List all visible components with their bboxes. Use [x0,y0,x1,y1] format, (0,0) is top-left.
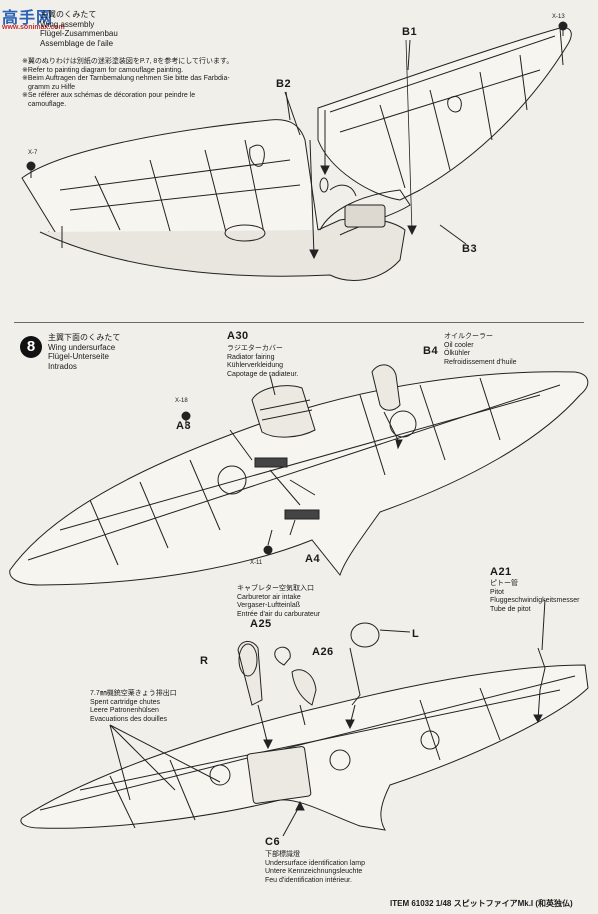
a30-desc-de: Kühlerverkleidung [227,362,284,369]
part-label-b1: B1 [402,26,418,38]
step7-title-ja: 主翼のくみたて [40,10,97,19]
a30-desc-en: Radiator fairing [227,353,275,361]
watermark: 高手网 www.sonimax.com [2,4,82,36]
part-label-a30: A30 [227,330,249,342]
carb-desc-fr: Entrée d'air du carburateur [237,610,321,618]
c6-description: 下部標識燈 Undersurface identification lamp U… [265,851,365,885]
chutes-desc-de: Leere Patronenhülsen [90,707,159,714]
step8-title-fr: Intrados [48,361,77,371]
note-line: camouflage. [28,100,67,108]
part-label-r: R [200,655,209,667]
note-line: ※Beim Auftragen der Tarnbemalung nehmen … [22,75,230,82]
a21-desc-ja: ピトー管 [490,580,518,587]
part-label-b2: B2 [276,78,292,90]
part-label-x11: X-11 [250,560,263,566]
part-label-a21: A21 [490,566,512,578]
step8-title-ja: 主翼下面のくみたて [48,333,121,342]
watermark-url: www.sonimax.com [2,24,65,31]
a21-desc-en: Pitot [490,588,505,596]
watermark-logo: 高手网 [2,10,54,27]
part-label-x18: X-18 [175,398,188,404]
a21-desc-fr: Tube de pitot [490,605,531,613]
part-label-x13: X-13 [552,14,565,20]
b4-desc-de: Ölkühler [444,350,471,357]
chutes-desc-ja: 7.7㎜機銃空薬きょう排出口 [90,690,177,697]
carb-desc-en: Carburetor air intake [237,593,301,601]
part-label-a3: A3 [176,420,192,432]
a30-desc-fr: Capotage de radiateur. [227,370,299,378]
part-label-a25: A25 [250,618,272,630]
part-label-c6: C6 [265,836,281,848]
step7-title-de: Flügel-Zusammenbau [40,29,118,38]
b4-desc-en: Oil cooler [444,341,474,349]
footer-item-info: ITEM 61032 1/48 スピットファイアMk.I (和英独仏) [390,899,573,908]
step7-title-en: Wing assembly [40,19,95,29]
note-line: ※翼のぬりわけは別紙の迷彩塗装図をP.7, 8を参考にして行います。 [22,58,234,65]
carb-description: キャブレター空気取入口 Carburetor air intake Vergas… [237,585,320,619]
a21-desc-de: Fluggeschwindigkeitsmesser [490,597,580,604]
part-label-l: L [412,628,420,640]
a30-desc-ja: ラジエターカバー [227,345,283,352]
part-label-b3: B3 [462,243,478,255]
part-label-a4: A4 [305,553,321,565]
c6-desc-ja: 下部標識燈 [265,851,300,858]
b4-desc-ja: オイルクーラー [444,333,493,340]
note-line: ※Refer to painting diagram for camouflag… [22,66,184,74]
step8-title: 主翼下面のくみたて Wing undersurface Flügel-Unter… [48,333,120,371]
chutes-desc-fr: Evacuations des douilles [90,715,168,723]
carb-desc-de: Vergaser-Luftteinlaß [237,602,301,609]
c6-desc-en: Undersurface identification lamp [265,859,365,867]
c6-desc-de: Untere Kennzeichnungsleuchte [265,868,363,875]
chutes-desc-en: Spent cartridge chutes [90,698,161,706]
step8-number-badge: 8 [20,336,42,358]
b4-desc-fr: Refroidissement d'huile [444,358,517,366]
a21-description: ピトー管 Pitot Fluggeschwindigkeitsmesser Tu… [490,580,579,614]
part-label-x7: X-7 [28,150,38,156]
part-label-a26: A26 [312,646,334,658]
note-line: gramm zu Hilfe [28,83,76,91]
step7-notes: ※翼のぬりわけは別紙の迷彩塗装図をP.7, 8を参考にして行います。 ※Refe… [22,58,233,109]
chutes-description: 7.7㎜機銃空薬きょう排出口 Spent cartridge chutes Le… [90,690,177,724]
wing-assembly-drawing [21,21,572,281]
step7-title-fr: Assemblage de l'aile [40,38,114,48]
carb-desc-ja: キャブレター空気取入口 [237,585,314,592]
step7-title: 主翼のくみたて Wing assembly Flügel-Zusammenbau… [40,10,118,48]
part-label-b4: B4 [423,345,439,357]
c6-desc-fr: Feu d'identification intérieur. [265,876,352,884]
b4-description: オイルクーラー Oil cooler Ölkühler Refroidissem… [444,333,517,367]
note-line: ※Se référer aux schémas de décoration po… [22,92,196,99]
a30-description: ラジエターカバー Radiator fairing Kühlerverkleid… [227,345,298,379]
step8-title-de: Flügel-Unterseite [48,352,109,361]
step8-title-en: Wing undersurface [48,342,116,352]
section-divider [14,322,584,323]
